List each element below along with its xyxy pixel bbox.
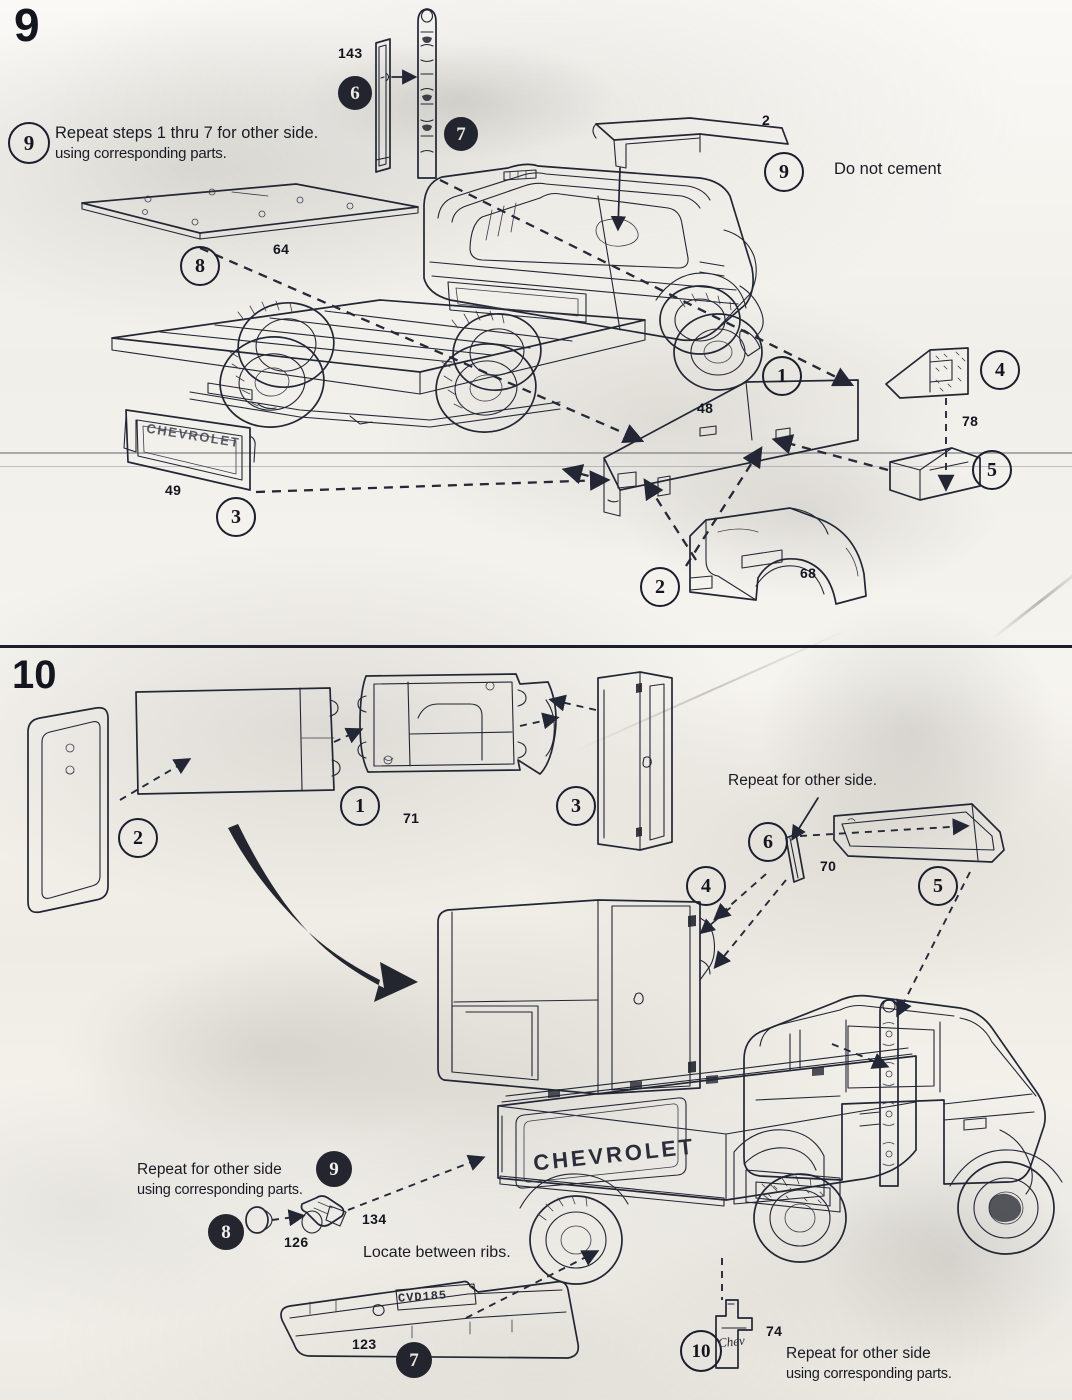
step-number-10: 10 [12, 653, 57, 697]
part-134-mirror [300, 1195, 347, 1234]
note-using-corresponding-parts-bottom: using corresponding parts. [786, 1366, 952, 1382]
note-using-corresponding-parts: using corresponding parts. [55, 145, 227, 162]
scan-smudge [820, 1150, 1072, 1370]
part-number-78: 78 [962, 413, 979, 429]
scan-band-line-lower [0, 466, 1072, 467]
part-49-tailgate [123, 409, 256, 491]
marker-step10-10[interactable]: 10 [680, 1330, 722, 1372]
part-number-71: 71 [403, 810, 420, 826]
assembly-arrow [199, 246, 645, 444]
note-do-not-cement: Do not cement [834, 160, 942, 178]
part-number-126: 126 [284, 1234, 309, 1250]
tailgate-badge-step9: CHEVROLET [145, 420, 242, 451]
part-71-camper-shell [357, 673, 557, 775]
marker-step10-2[interactable]: 2 [118, 818, 158, 858]
marker-step9-9[interactable]: 9 [8, 122, 50, 164]
step10-truck [497, 994, 1063, 1285]
tailgate-badge-step10: CHEVROLET [532, 1133, 697, 1176]
assembly-arrow [643, 478, 697, 561]
marker-step10-6[interactable]: 6 [748, 822, 788, 862]
part-number-49: 49 [165, 482, 182, 498]
marker-step10-8[interactable]: 8 [208, 1214, 244, 1250]
part-number-74: 74 [766, 1323, 783, 1339]
part-68-front-fender [689, 507, 867, 605]
license-plate-text: CVD185 [397, 1288, 448, 1306]
marker-step9-7[interactable]: 7 [444, 117, 478, 151]
marker-step10-9[interactable]: 9 [316, 1151, 352, 1187]
part-number-134: 134 [362, 1211, 387, 1227]
part-number-64: 64 [273, 241, 290, 257]
part-camper-side-panel [27, 706, 109, 914]
assembly-arrow [255, 470, 611, 494]
marker-step9-9b[interactable]: 9 [764, 152, 804, 192]
part-78-bracket-5 [889, 447, 981, 501]
part-6-thin-strip [785, 833, 805, 883]
marker-step10-1[interactable]: 1 [340, 786, 380, 826]
part-number-123: 123 [352, 1336, 377, 1352]
marker-step9-4[interactable]: 4 [980, 350, 1020, 390]
marker-step9-6[interactable]: 6 [338, 76, 372, 110]
part-number-48: 48 [697, 400, 714, 416]
part-78-bracket-4 [885, 347, 969, 399]
note-repeat-other-side-left: Repeat for other side [137, 1161, 282, 1178]
marker-step10-5[interactable]: 5 [918, 866, 958, 906]
assembly-arrow [439, 178, 855, 387]
note-repeat-steps-1-7: Repeat steps 1 thru 7 for other side. [55, 124, 319, 142]
part-camper-door-3 [597, 671, 673, 851]
part-camper-roof-panel [135, 687, 341, 795]
part-126-plug [245, 1206, 273, 1234]
assembly-arrow [685, 446, 763, 567]
step-divider-rule [0, 645, 1072, 648]
marker-step9-5[interactable]: 5 [972, 450, 1012, 490]
part-64-bed-floor [81, 183, 419, 240]
part-5-side-rail [879, 999, 899, 1187]
marker-step10-4[interactable]: 4 [686, 866, 726, 906]
part-2-roof-trim [592, 117, 789, 169]
note-repeat-other-side-top: Repeat for other side. [728, 772, 878, 789]
marker-step9-8[interactable]: 8 [180, 246, 220, 286]
bracket-script-text: Chev [717, 1332, 746, 1351]
note-locate-between-ribs: Locate between ribs. [363, 1244, 511, 1261]
rotate-arrow [228, 824, 418, 1002]
marker-step9-1[interactable]: 1 [762, 356, 802, 396]
marker-step10-3[interactable]: 3 [556, 786, 596, 826]
note-using-corresponding-parts-left: using corresponding parts. [137, 1182, 303, 1198]
part-number-68: 68 [800, 565, 817, 581]
paper-crease [991, 563, 1072, 640]
part-143-rail [375, 38, 391, 173]
part-number-2: 2 [762, 112, 771, 128]
part-70-window-strip [833, 803, 1005, 863]
part-number-143: 143 [338, 45, 363, 61]
step-number-9: 9 [14, 0, 40, 51]
scan-smudge [760, 600, 1060, 860]
note-repeat-other-side-bottom: Repeat for other side [786, 1345, 931, 1362]
step9-truck-assembly [111, 163, 764, 433]
part-48-bed-side [603, 379, 859, 517]
scan-band-line-upper [0, 452, 1072, 454]
scan-smudge [60, 950, 480, 1150]
marker-step9-2[interactable]: 2 [640, 567, 680, 607]
marker-step9-3[interactable]: 3 [216, 497, 256, 537]
assembly-arrow [561, 464, 605, 485]
part-number-70: 70 [820, 858, 837, 874]
assembled-camper [437, 899, 716, 1095]
part-7-post [417, 8, 437, 179]
marker-step10-7[interactable]: 7 [396, 1342, 432, 1378]
